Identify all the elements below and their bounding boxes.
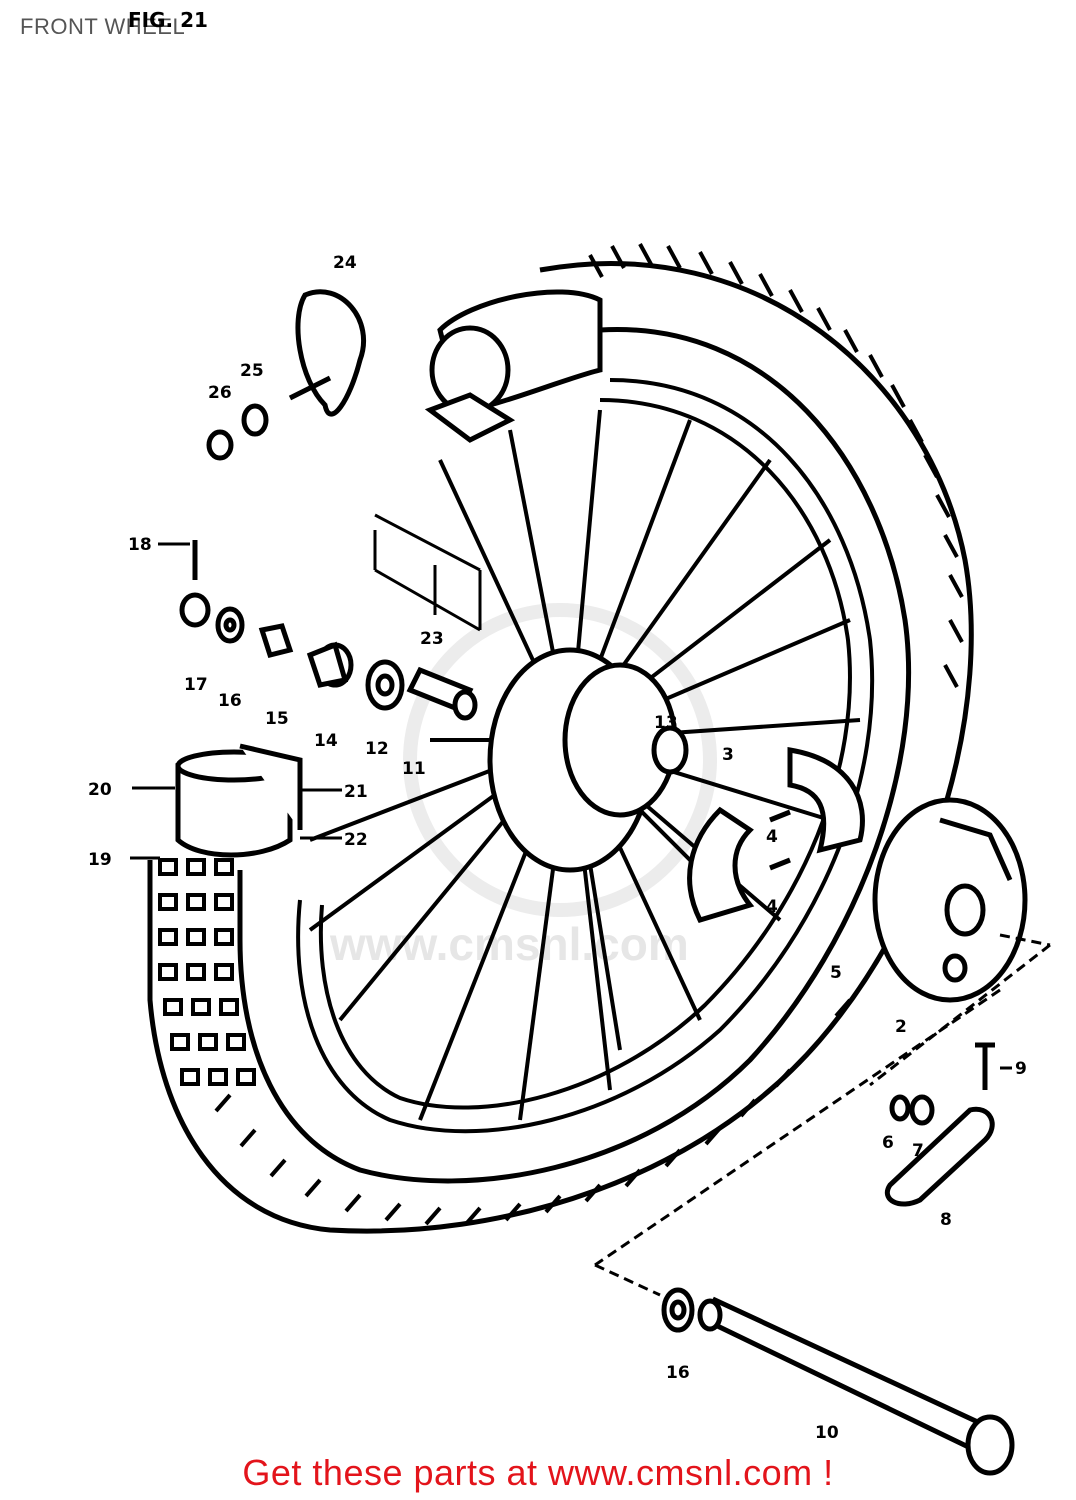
page-title: FRONT WHEEL	[20, 14, 186, 39]
spacer-parts	[179, 540, 478, 721]
inner-tube	[424, 289, 603, 443]
spoke-bracket	[373, 513, 482, 632]
callout-8: 8	[940, 1210, 952, 1230]
callout-10: 10	[815, 1423, 839, 1443]
figure-number: FIG. 21	[128, 8, 208, 32]
callout-12: 12	[365, 739, 389, 759]
axle	[661, 1287, 1015, 1476]
callout-25: 25	[240, 361, 264, 381]
callout-7: 7	[912, 1141, 924, 1161]
callout-14: 14	[314, 731, 338, 751]
tube-section	[175, 743, 303, 858]
hub	[487, 647, 689, 873]
callout-24: 24	[333, 253, 357, 273]
rim	[296, 378, 875, 1134]
callout-11: 11	[402, 759, 426, 779]
brake-arm	[885, 1042, 995, 1207]
callout-5: 5	[830, 963, 842, 983]
callout-3: 3	[722, 745, 734, 765]
svg-text:www.cmsnl.com: www.cmsnl.com	[329, 918, 689, 970]
callout-16b: 16	[666, 1363, 690, 1383]
callout-20: 20	[88, 780, 112, 800]
callout-19: 19	[88, 850, 112, 870]
callout-4a: 4	[766, 827, 778, 847]
callout-21: 21	[344, 782, 368, 802]
callout-4b: 4	[766, 897, 778, 917]
callout-6: 6	[882, 1133, 894, 1153]
callout-17: 17	[184, 675, 208, 695]
callout-2: 2	[895, 1017, 907, 1037]
tyre	[147, 243, 974, 1234]
callout-16: 16	[218, 691, 242, 711]
label-ticks	[130, 542, 1012, 1070]
callout-labels: 24 25 26 18 17 16 15 14 12 11 23 13 3 4 …	[88, 253, 1027, 1443]
callout-26: 26	[208, 383, 232, 403]
promo-link[interactable]: Get these parts at www.cmsnl.com !	[242, 1452, 834, 1493]
callout-22: 22	[344, 830, 368, 850]
callout-9: 9	[1015, 1059, 1027, 1079]
callout-23: 23	[420, 629, 444, 649]
speedometer-gear	[206, 289, 367, 461]
callout-13: 13	[654, 713, 678, 733]
callout-15: 15	[265, 709, 289, 729]
brake-shoes	[687, 747, 865, 923]
callout-18: 18	[128, 535, 152, 555]
brake-panel	[872, 797, 1028, 1003]
leader-lines	[594, 933, 1051, 1297]
watermark: www.cmsnl.com	[329, 603, 717, 970]
